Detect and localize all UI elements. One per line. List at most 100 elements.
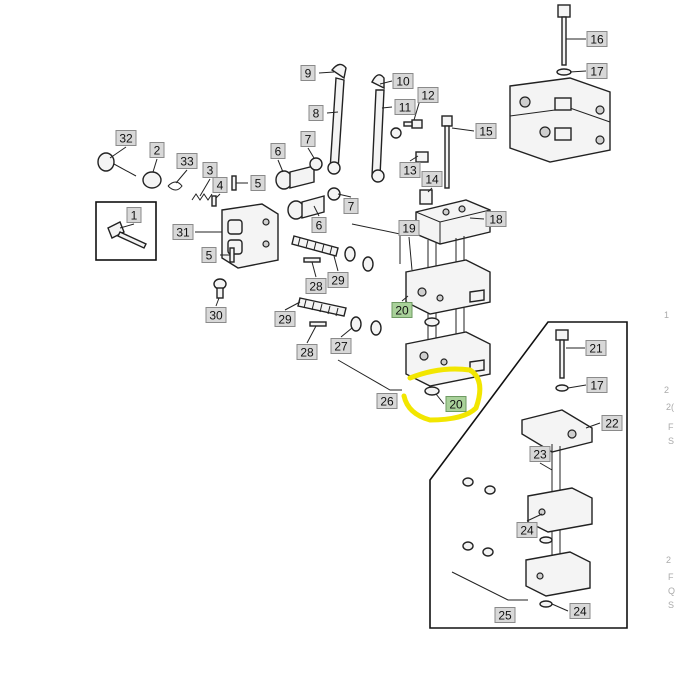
callout-30: 30 xyxy=(205,307,227,323)
callout-number: 33 xyxy=(180,155,194,169)
callout-box xyxy=(516,522,538,538)
callout-8: 8 xyxy=(308,105,324,121)
callout-number: 6 xyxy=(275,145,282,159)
callout-number: 26 xyxy=(380,395,394,409)
callout-box xyxy=(311,217,327,233)
callout-box xyxy=(585,340,607,356)
callout-9: 9 xyxy=(300,65,316,81)
callout-17: 17 xyxy=(586,63,608,79)
o-ring-20-upper xyxy=(424,317,440,327)
lever-11 xyxy=(371,74,385,183)
svg-text:2: 2 xyxy=(664,385,669,395)
callout-number: 20 xyxy=(395,304,409,318)
callout-21: 21 xyxy=(585,340,607,356)
callout-1: 1 xyxy=(126,207,142,223)
callout-29: 29 xyxy=(274,311,296,327)
callout-19: 19 xyxy=(398,220,420,236)
spring-29-lower xyxy=(297,297,347,317)
svg-text:Q: Q xyxy=(668,586,675,596)
callout-number: 1 xyxy=(131,209,138,223)
callout-number: 9 xyxy=(305,67,312,81)
spring-3 xyxy=(191,193,213,201)
callout-box xyxy=(485,211,507,227)
callout-box xyxy=(330,338,352,354)
part-1-inset-box xyxy=(95,201,157,261)
assembly-line-26 xyxy=(337,359,402,391)
fitting-2 xyxy=(142,171,162,189)
clip-33 xyxy=(167,181,183,191)
callout-box xyxy=(205,307,227,323)
valve-section-upper xyxy=(405,259,491,315)
spring-29-upper xyxy=(291,235,339,257)
block-18 xyxy=(415,199,491,245)
callout-number: 15 xyxy=(479,125,493,139)
callout-5: 5 xyxy=(201,247,217,263)
bolt-16 xyxy=(557,4,571,66)
svg-text:F: F xyxy=(668,572,674,582)
callout-number: 31 xyxy=(176,226,190,240)
callout-28: 28 xyxy=(296,344,318,360)
inset-seals xyxy=(462,477,553,608)
callout-number: 14 xyxy=(425,173,439,187)
callout-box xyxy=(126,207,142,223)
callout-box xyxy=(445,396,467,412)
lever-8 xyxy=(327,63,347,175)
callout-number: 21 xyxy=(589,342,603,356)
callout-5: 5 xyxy=(250,175,266,191)
callout-number: 4 xyxy=(217,179,224,193)
callout-number: 29 xyxy=(278,313,292,327)
screw-30 xyxy=(213,278,227,299)
callout-6: 6 xyxy=(311,217,327,233)
callout-26: 26 xyxy=(376,393,398,409)
callout-box xyxy=(270,143,286,159)
callout-13: 13 xyxy=(399,162,421,178)
callout-14: 14 xyxy=(421,171,443,187)
svg-text:2: 2 xyxy=(666,555,671,565)
nut-13 xyxy=(415,151,429,163)
pin-4 xyxy=(211,195,217,207)
callout-number: 27 xyxy=(334,340,348,354)
callout-number: 23 xyxy=(533,448,547,462)
assembly-line-25 xyxy=(451,571,528,601)
callout-number: 16 xyxy=(590,33,604,47)
valve-stack-assembly xyxy=(509,77,611,163)
callout-box xyxy=(586,63,608,79)
callout-number: 2 xyxy=(154,144,161,158)
callout-box xyxy=(343,198,359,214)
callout-15: 15 xyxy=(475,123,497,139)
valve-section-inset-upper xyxy=(527,487,593,533)
svg-text:F: F xyxy=(668,422,674,432)
callout-7: 7 xyxy=(300,131,316,147)
callout-box xyxy=(201,247,217,263)
washer-17 xyxy=(556,68,572,76)
page-edge-marks: 1 2 2( F S 2 F Q S xyxy=(664,310,675,610)
inset-frame xyxy=(429,321,628,629)
callout-box xyxy=(398,220,420,236)
callout-number: 7 xyxy=(348,200,355,214)
callout-box xyxy=(586,31,608,47)
callout-box xyxy=(308,105,324,121)
callout-number: 20 xyxy=(449,398,463,412)
callout-number: 6 xyxy=(316,219,323,233)
callout-number: 13 xyxy=(403,164,417,178)
callout-27: 27 xyxy=(330,338,352,354)
callout-box xyxy=(274,311,296,327)
callout-number: 22 xyxy=(605,417,619,431)
callout-box xyxy=(421,171,443,187)
pin-5-upper xyxy=(231,175,237,191)
callout-number: 10 xyxy=(396,75,410,89)
callout-12: 12 xyxy=(417,87,439,103)
callout-box xyxy=(601,415,623,431)
callout-number: 24 xyxy=(520,524,534,538)
callout-box xyxy=(376,393,398,409)
o-ring-20-lower xyxy=(424,386,440,396)
callout-box xyxy=(172,224,194,240)
bracket-22 xyxy=(521,409,593,453)
callout-number: 30 xyxy=(209,309,223,323)
seal-27-d xyxy=(362,256,374,272)
assembly-line-upper xyxy=(351,223,401,264)
callout-number: 11 xyxy=(399,101,412,115)
callout-number: 17 xyxy=(590,65,604,79)
callout-33: 33 xyxy=(176,153,198,169)
